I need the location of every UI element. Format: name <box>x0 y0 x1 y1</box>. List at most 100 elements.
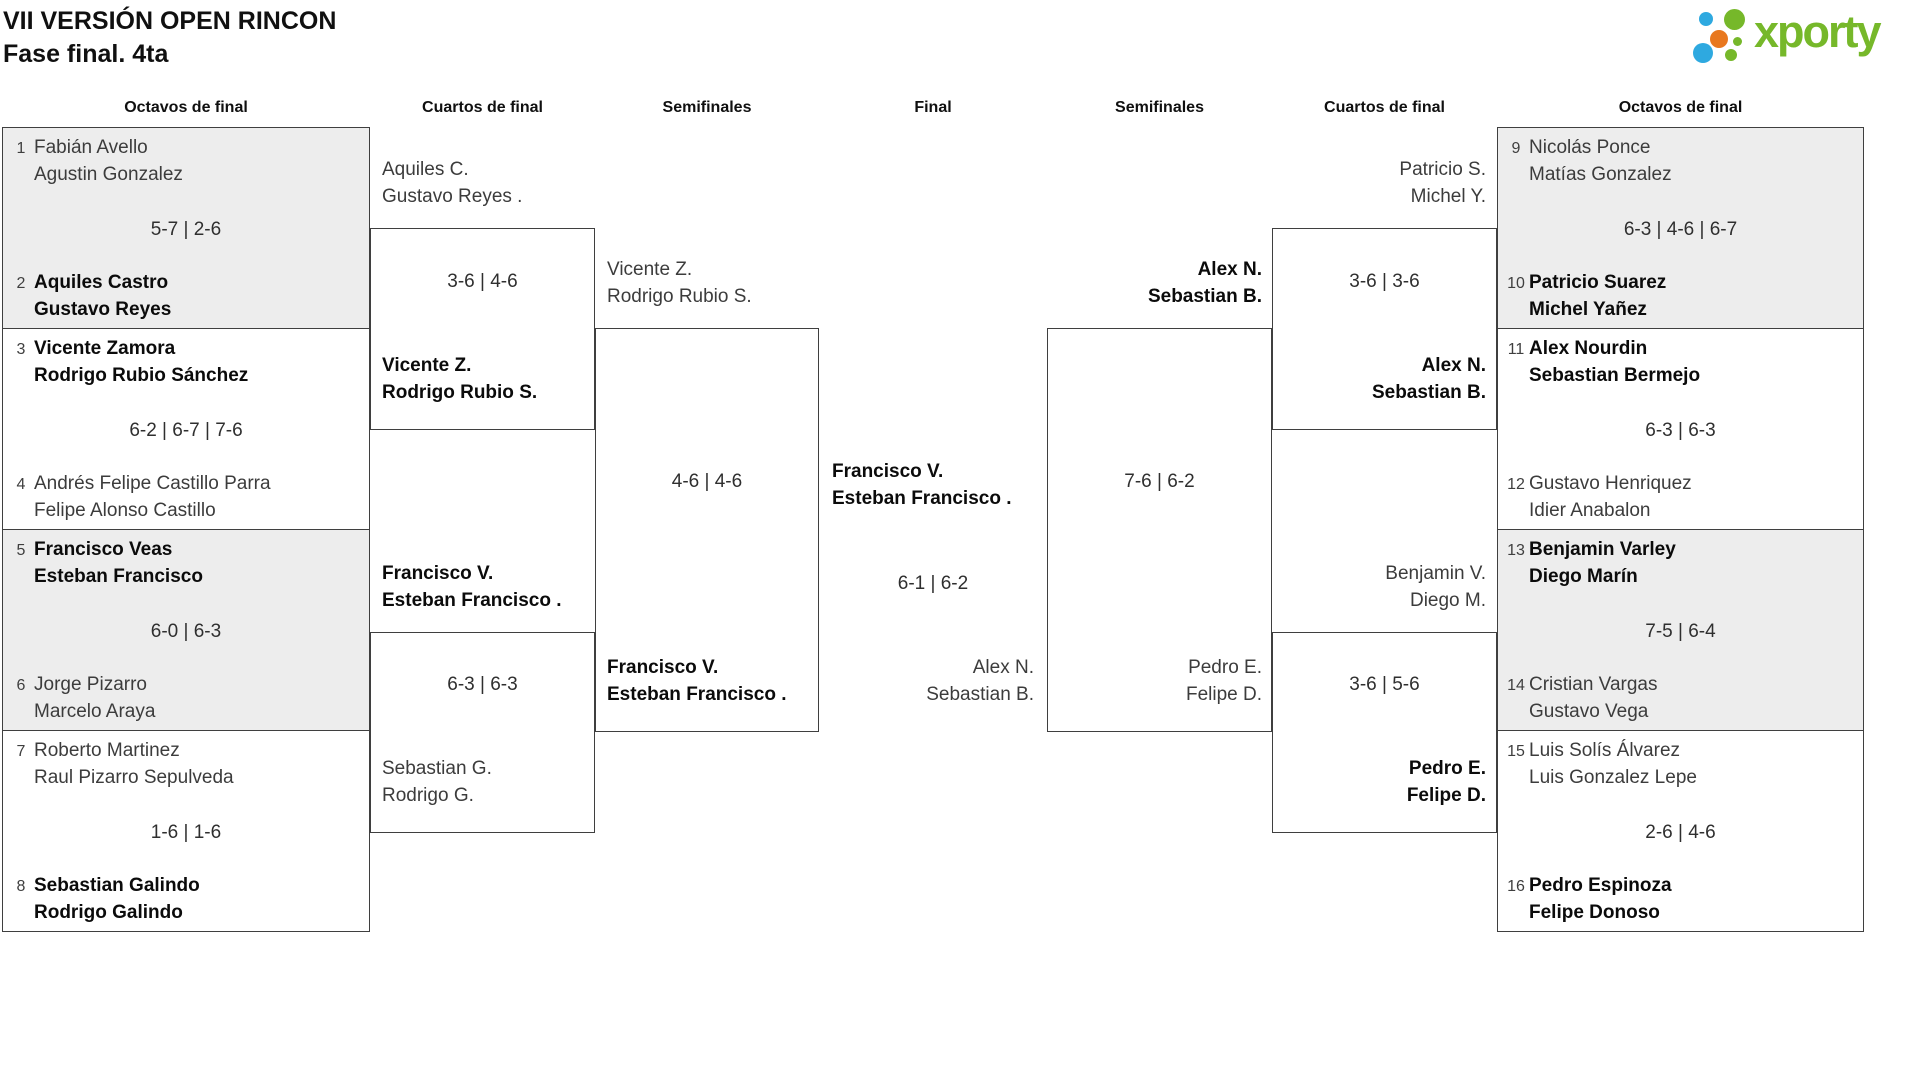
player-name: Vicente Zamora <box>34 338 176 359</box>
team-pair: Jorge Pizarro Marcelo Araya <box>34 671 155 725</box>
seed-number: 4 <box>16 476 26 493</box>
final-score: 6-1 | 6-2 <box>897 573 969 594</box>
match-box-octavos-right-1: 9 Nicolás Ponce Matías Gonzalez 6-3 | 4-… <box>1497 127 1864 329</box>
player-name: Gustavo Vega <box>1529 701 1649 722</box>
team-pair: Pedro E. Felipe D. <box>1047 654 1262 708</box>
match-box-octavos-right-2: 11 Alex Nourdin Sebastian Bermejo 6-3 | … <box>1497 328 1864 530</box>
player-name: Francisco V. <box>832 461 944 482</box>
seed-number: 16 <box>1507 878 1525 895</box>
match-box-octavos-right-3: 13 Benjamin Varley Diego Marín 7-5 | 6-4… <box>1497 529 1864 731</box>
match-box-semifinal-right <box>1047 328 1272 732</box>
player-name: Matías Gonzalez <box>1529 164 1672 185</box>
player-name: Esteban Francisco . <box>607 684 787 705</box>
player-name: Francisco V. <box>607 657 719 678</box>
player-name: Esteban Francisco . <box>382 590 562 611</box>
player-name: Alex N. <box>1421 355 1486 376</box>
team-pair: Pedro E. Felipe D. <box>1272 755 1486 809</box>
round-header-cuartos-right: Cuartos de final <box>1324 99 1445 116</box>
seed-number: 10 <box>1507 275 1525 292</box>
player-name: Patricio Suarez <box>1529 272 1667 293</box>
player-name: Rodrigo Rubio S. <box>607 286 752 307</box>
seed-number: 14 <box>1507 677 1525 694</box>
team-pair: Sebastian Galindo Rodrigo Galindo <box>34 872 200 926</box>
player-name: Idier Anabalon <box>1529 500 1651 521</box>
logo-dot-blue-large <box>1693 43 1713 63</box>
match-score: 4-6 | 4-6 <box>671 471 743 492</box>
seed-number: 8 <box>16 878 26 895</box>
round-header-semis-right: Semifinales <box>1115 99 1204 116</box>
team-pair: Cristian Vargas Gustavo Vega <box>1529 671 1657 725</box>
player-name: Sebastian B. <box>1147 286 1262 307</box>
seed-number: 6 <box>16 677 26 694</box>
player-name: Felipe D. <box>1185 684 1262 705</box>
round-header-octavos-right: Octavos de final <box>1618 99 1743 116</box>
player-name: Vicente Z. <box>382 355 472 376</box>
logo-dot-blue-small <box>1699 12 1713 26</box>
seed-number: 11 <box>1507 341 1525 358</box>
team-pair: Alex N. Sebastian B. <box>1047 256 1262 310</box>
player-name: Rodrigo Rubio S. <box>382 382 538 403</box>
team-pair: Roberto Martinez Raul Pizarro Sepulveda <box>34 737 234 791</box>
seed-number: 13 <box>1507 542 1525 559</box>
player-name: Francisco V. <box>382 563 494 584</box>
match-score: 7-6 | 6-2 <box>1124 471 1195 492</box>
player-name: Sebastian Bermejo <box>1529 365 1701 386</box>
match-score: 3-6 | 5-6 <box>1349 674 1420 695</box>
player-name: Andrés Felipe Castillo Parra <box>34 473 271 494</box>
team-pair: Pedro Espinoza Felipe Donoso <box>1529 872 1672 926</box>
round-header-semis-left: Semifinales <box>662 99 752 116</box>
logo-wordmark: xporty <box>1754 6 1882 57</box>
team-pair: Vicente Zamora Rodrigo Rubio Sánchez <box>34 335 248 389</box>
match-box-cuartos-left-2 <box>370 632 595 833</box>
player-name: Michel Yañez <box>1529 299 1647 320</box>
player-name: Alex N. <box>972 657 1034 678</box>
team-pair: Francisco Veas Esteban Francisco <box>34 536 203 590</box>
player-name: Michel Y. <box>1410 186 1486 207</box>
player-name: Gustavo Reyes . <box>382 186 523 207</box>
match-score: 3-6 | 4-6 <box>447 271 518 292</box>
player-name: Diego M. <box>1409 590 1486 611</box>
seed-number: 3 <box>16 341 26 358</box>
match-box-octavos-left-4: 7 Roberto Martinez Raul Pizarro Sepulved… <box>2 730 370 932</box>
logo-dot-green-large <box>1724 9 1745 30</box>
seed-number: 1 <box>16 140 26 157</box>
team-pair: Patricio Suarez Michel Yañez <box>1529 269 1666 323</box>
match-box-cuartos-right-2 <box>1272 632 1497 833</box>
player-name: Cristian Vargas <box>1529 674 1658 695</box>
player-name: Alex Nourdin <box>1529 338 1648 359</box>
match-box-semifinal-left <box>595 328 819 732</box>
player-name: Rodrigo Rubio Sánchez <box>34 365 249 386</box>
player-name: Felipe D. <box>1406 785 1486 806</box>
player-name: Gustavo Reyes <box>34 299 172 320</box>
player-name: Jorge Pizarro <box>34 674 147 695</box>
team-pair: Nicolás Ponce Matías Gonzalez <box>1529 134 1672 188</box>
match-box-cuartos-right-1 <box>1272 228 1497 430</box>
team-pair: Benjamin V. Diego M. <box>1272 560 1486 614</box>
player-name: Diego Marín <box>1529 566 1638 587</box>
match-score: 6-3 | 4-6 | 6-7 <box>1623 219 1738 240</box>
match-box-octavos-left-2: 3 Vicente Zamora Rodrigo Rubio Sánchez 6… <box>2 328 370 530</box>
team-pair: Sebastian G. Rodrigo G. <box>382 755 492 809</box>
match-box-octavos-left-3: 5 Francisco Veas Esteban Francisco 6-0 |… <box>2 529 370 731</box>
team-pair: Vicente Z. Rodrigo Rubio S. <box>607 256 752 310</box>
player-name: Felipe Donoso <box>1529 902 1660 923</box>
player-name: Aquiles Castro <box>34 272 169 293</box>
player-name: Rodrigo G. <box>382 785 474 806</box>
player-name: Francisco Veas <box>34 539 173 560</box>
team-pair: Gustavo Henriquez Idier Anabalon <box>1529 470 1692 524</box>
match-score: 6-3 | 6-3 <box>447 674 518 695</box>
match-score: 2-6 | 4-6 <box>1645 822 1716 843</box>
team-pair: Aquiles Castro Gustavo Reyes <box>34 269 171 323</box>
team-pair: Luis Solís Álvarez Luis Gonzalez Lepe <box>1529 737 1697 791</box>
player-name: Agustin Gonzalez <box>34 164 183 185</box>
player-name: Vicente Z. <box>607 259 693 280</box>
tournament-title-line1: VII VERSIÓN OPEN RINCON <box>3 7 337 35</box>
player-name: Esteban Francisco . <box>832 488 1012 509</box>
player-name: Nicolás Ponce <box>1529 137 1651 158</box>
player-name: Sebastian B. <box>1371 382 1486 403</box>
team-pair: Alex Nourdin Sebastian Bermejo <box>1529 335 1700 389</box>
player-name: Roberto Martinez <box>34 740 180 761</box>
seed-number: 15 <box>1507 743 1525 760</box>
player-name: Fabián Avello <box>34 137 148 158</box>
match-score: 6-0 | 6-3 <box>150 621 222 642</box>
